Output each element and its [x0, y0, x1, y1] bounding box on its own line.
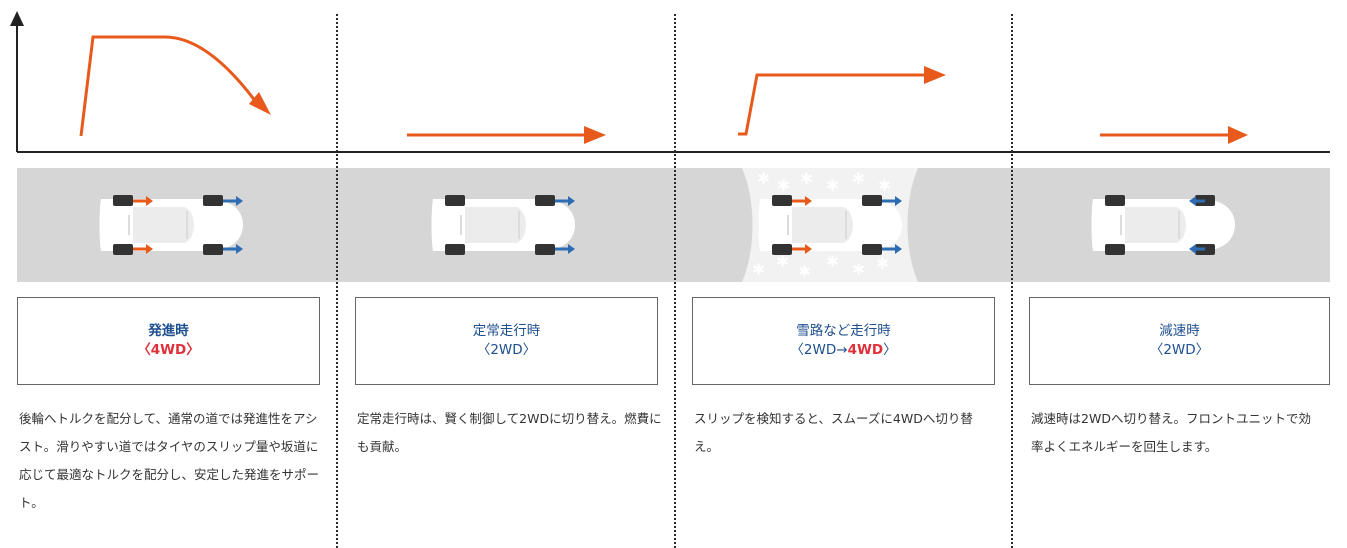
snowflake-icons: ＊ ＊ ＊ ＊ ＊ ＊ ＊ ＊ ＊ ＊ ＊ ＊	[751, 171, 891, 280]
graph-axes	[10, 11, 1330, 153]
label-box-decel: 減速時 〈2WD〉	[1029, 297, 1330, 385]
svg-text:＊: ＊	[826, 255, 839, 270]
drive-mode: 〈2WD〉	[476, 342, 537, 358]
svg-text:＊: ＊	[852, 263, 865, 278]
section-description: 減速時は2WDへ切り替え。フロントユニットで効率よくエネルギーを回生します。	[1031, 411, 1311, 454]
torque-curve-cruise	[407, 126, 606, 144]
section-title: 定常走行時	[472, 323, 541, 339]
svg-text:＊: ＊	[752, 263, 765, 278]
label-box-snow: 雪路など走行時 〈2WD→4WD〉	[692, 297, 995, 385]
section-description: 後輪へトルクを配分して、通常の道では発進性をアシスト。滑りやすい道ではタイヤのス…	[19, 411, 320, 510]
section-description: スリップを検知すると、スムーズに4WDへ切り替え。	[694, 411, 973, 454]
section-title: 減速時	[1159, 323, 1200, 339]
svg-text:＊: ＊	[777, 179, 790, 194]
y-axis-arrowhead	[10, 11, 24, 26]
drive-mode: 〈2WD→4WD〉	[790, 342, 897, 358]
section-title: 雪路など走行時	[796, 323, 891, 339]
car-decel	[1090, 194, 1236, 256]
section-title: 発進時	[148, 323, 189, 339]
car-start	[98, 194, 244, 256]
drive-mode: 〈4WD〉	[137, 342, 200, 358]
section-divider	[336, 14, 338, 548]
car-snow	[757, 194, 903, 256]
svg-text:＊: ＊	[826, 179, 839, 194]
svg-text:＊: ＊	[776, 255, 789, 270]
svg-text:＊: ＊	[800, 172, 813, 187]
svg-text:＊: ＊	[876, 257, 889, 272]
label-box-cruise: 定常走行時 〈2WD〉	[355, 297, 658, 385]
drive-mode: 〈2WD〉	[1149, 342, 1210, 358]
section-divider	[1011, 14, 1013, 548]
car-cruise	[430, 194, 576, 256]
torque-curve-start	[79, 35, 271, 137]
label-box-start: 発進時 〈4WD〉	[17, 297, 320, 385]
svg-text:＊: ＊	[852, 172, 865, 187]
section-divider	[674, 14, 676, 548]
svg-text:＊: ＊	[757, 172, 770, 187]
section-description: 定常走行時は、賢く制御して2WDに切り替え。燃費にも貢献。	[357, 411, 662, 454]
torque-curve-decel	[1100, 126, 1248, 144]
torque-curve-snow	[738, 66, 946, 136]
svg-text:＊: ＊	[798, 265, 811, 280]
svg-text:＊: ＊	[878, 179, 891, 194]
